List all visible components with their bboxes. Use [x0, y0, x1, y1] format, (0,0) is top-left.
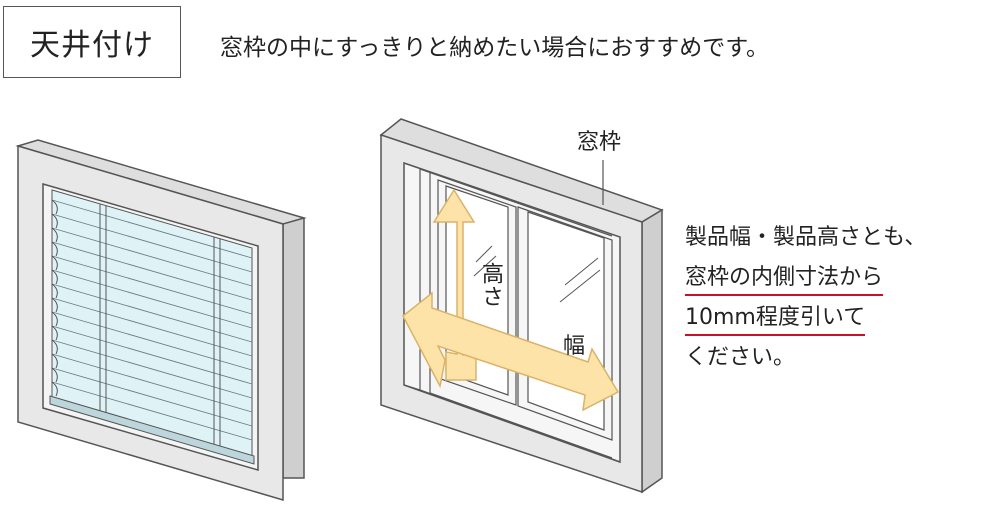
slat-edges — [51, 199, 58, 397]
note-line-2: 窓枠の内側寸法から — [685, 263, 884, 296]
sizing-note: 製品幅・製品高さとも、 窓枠の内側寸法から 10mm程度引いて ください。 — [685, 218, 926, 378]
note-line-1: 製品幅・製品高さとも、 — [685, 225, 927, 250]
note-line-3: 10mm程度引いて — [685, 303, 866, 336]
blind-slats — [51, 199, 253, 441]
blind-window-illustration — [15, 139, 307, 502]
height-label: 高さ — [478, 262, 503, 308]
width-arrow-icon — [402, 291, 620, 412]
right-frame-side — [641, 208, 663, 494]
window-frame-label: 窓枠 — [577, 130, 622, 155]
left-frame-side — [282, 212, 305, 479]
glass-glare — [473, 245, 601, 303]
width-label: 幅 — [563, 334, 586, 359]
note-line-4: ください。 — [685, 345, 796, 370]
headline: 窓枠の中にすっきりと納めたい場合におすすめです。 — [220, 35, 770, 61]
mount-type-label: 天井付け — [3, 6, 181, 78]
ladder-cords — [99, 204, 221, 449]
frame-window-illustration — [379, 118, 664, 494]
height-arrow-icon — [432, 188, 477, 381]
blind-bottom-rail — [49, 395, 255, 465]
